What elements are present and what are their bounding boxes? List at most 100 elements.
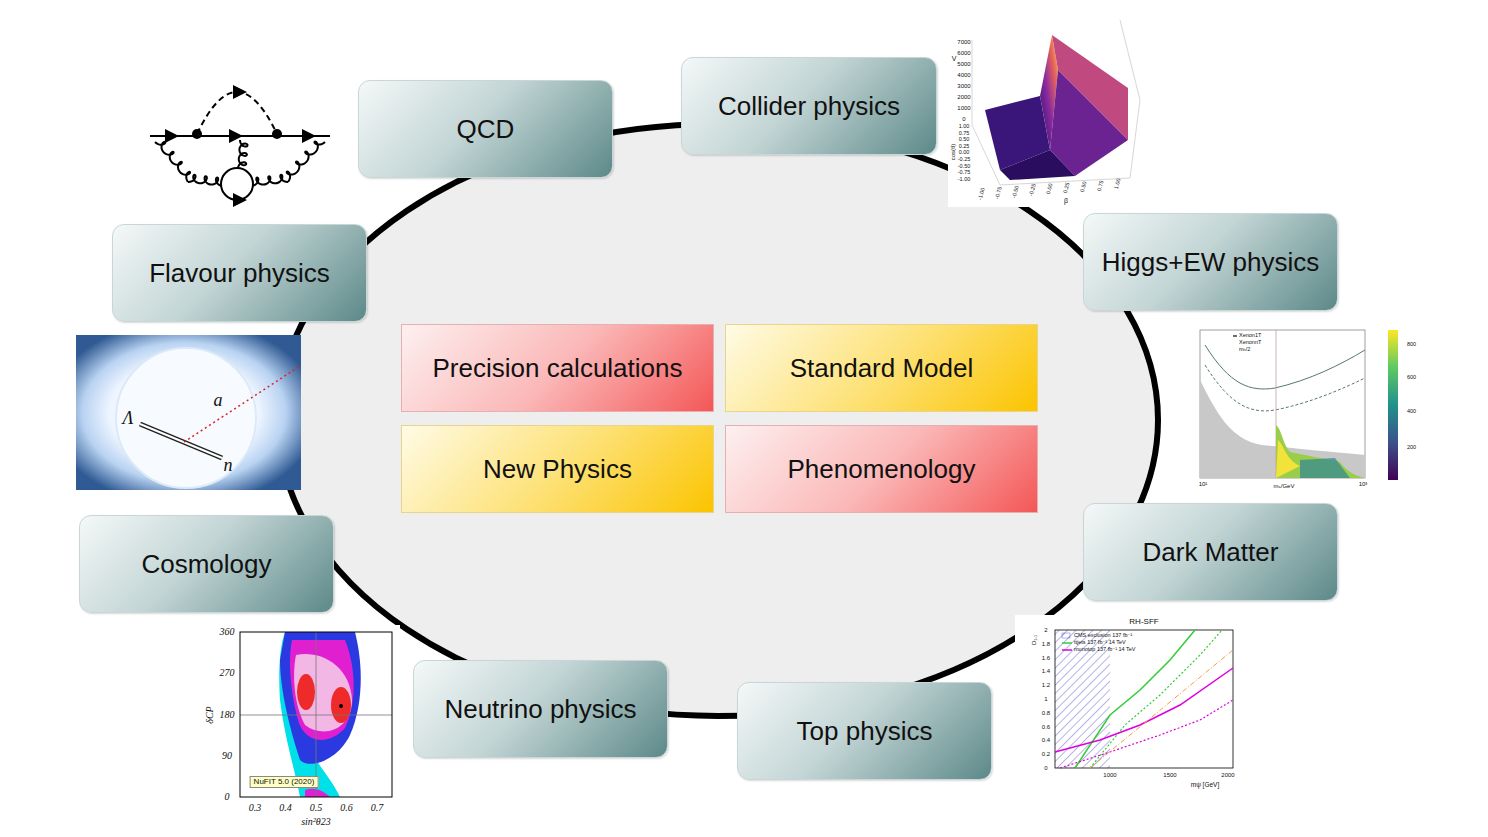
topic-label: Higgs+EW physics [1102,247,1319,278]
plot-label: CMS exclusion 137 fb⁻¹ [1074,633,1132,639]
plot-label: mₛ/GeV [1274,483,1295,489]
gluon-line [155,142,190,182]
plot-label: δCP [205,706,215,723]
topic-label: Top physics [797,716,933,747]
plot-label: 200 [1407,445,1416,451]
plot-label: 0.4 [1042,737,1050,743]
plot-label: 7000 [957,39,970,45]
plot-label: 0.5 [310,803,323,813]
topic-box: Neutrino physics [413,660,668,758]
plot-label: 0.7 [371,803,384,813]
topic-box: Dark Matter [1083,503,1338,601]
plot-label: 1000 [957,105,970,111]
topic-box: Cosmology [79,515,334,613]
plot-label: n [224,456,233,474]
plot-label: -0.25 [958,157,971,163]
plot-label: 360 [220,627,235,637]
topic-label: Phenomenology [788,454,976,485]
plot-label: 2000 [957,94,970,100]
plot-label: Xenon1T [1239,333,1261,339]
neutron-star-image [76,335,301,490]
plot-label: 800 [1407,342,1416,348]
topic-box: Flavour physics [112,224,367,322]
topic-label: QCD [457,114,515,145]
plot-label: 1.00 [959,124,970,130]
plot-label: 1.6 [1042,655,1050,661]
topic-label: Precision calculations [432,353,682,384]
topic-box: Collider physics [681,57,937,155]
plot-label: 5000 [957,61,970,67]
topic-box: QCD [358,80,613,178]
plot-label: 10¹ [1199,481,1208,487]
plot-label: 10³ [1359,481,1368,487]
plot-label: -0.50 [958,164,971,170]
gluon-line [238,140,248,168]
plot-label: 180 [220,710,235,720]
plot-label: 1.8 [1042,641,1050,647]
gluon-line [287,141,325,182]
plot-label: Λ [123,409,134,427]
plot-label: 0.00 [959,151,970,157]
topic-box: Top physics [737,682,992,780]
plot-label: 2000 [1221,772,1234,778]
plot-label: 1.2 [1042,682,1050,688]
theme-box: Phenomenology [725,425,1038,513]
topic-box: Higgs+EW physics [1083,213,1338,311]
plot-label: -0.75 [958,170,971,176]
plot-label: β [1064,197,1068,204]
plot-label: 0.50 [959,137,970,143]
plot-label: 0 [225,792,230,802]
plot-label: 2 [1044,627,1047,633]
topic-label: Cosmology [141,549,271,580]
plot-label: ttjets 137 fb⁻¹ 14 TeV [1074,640,1126,646]
plot-label: 1500 [1163,772,1176,778]
plot-label: 1.4 [1042,668,1050,674]
plot-label: 270 [220,668,235,678]
gluon-line [252,175,288,186]
plot-label: 0.75 [959,131,970,137]
plot-label: 3000 [957,83,970,89]
plot-label: cos(θ) [950,144,956,161]
scatter-plot [1176,324,1412,492]
topic-label: New Physics [483,454,632,485]
plot-label: D₁,₁ [1031,635,1037,645]
plot-label: 0.8 [1042,710,1050,716]
gluon-line [188,175,222,186]
plot-label: V [952,55,957,62]
plot-label: 1000 [1103,772,1116,778]
topic-label: Collider physics [718,91,900,122]
plot-label: 0 [1044,765,1047,771]
contour-plot [200,625,400,832]
plot-label: munotop 137 fb⁻¹ 14 TeV [1074,647,1136,653]
plot-label: 0.3 [249,803,262,813]
theme-box: Precision calculations [401,324,714,412]
plot-label: 0.6 [340,803,353,813]
plot-label: XenonnT [1239,340,1261,346]
plot-label: 600 [1407,375,1416,381]
theme-box: Standard Model [725,324,1038,412]
topic-label: Neutrino physics [444,694,636,725]
plot-label: mₕ/2 [1239,347,1250,353]
plot-label: sin²θ23 [301,817,331,827]
limit-plot [1015,615,1245,793]
topic-label: Flavour physics [149,258,330,289]
plot-label: 0.4 [279,803,292,813]
plot-label: 0.6 [1042,724,1050,730]
plot-label: 400 [1407,409,1416,415]
plot-label: 0.25 [959,144,970,150]
plot-label: 0 [962,116,965,122]
plot-label: mψ [GeV] [1191,782,1219,789]
plot-label: RH-SFF [1129,618,1158,626]
plot-label: -1.00 [958,177,971,183]
theme-box: New Physics [401,425,714,513]
plot-label: 4000 [957,72,970,78]
plot-label: a [214,391,223,409]
surface-plot [948,5,1143,207]
feynman-diagram [150,92,330,200]
topic-label: Standard Model [790,353,974,384]
plot-label: NuFIT 5.0 (2020) [250,776,319,788]
plot-label: 1 [1044,696,1047,702]
plot-label: 90 [222,751,232,761]
plot-label: 0.2 [1042,751,1050,757]
